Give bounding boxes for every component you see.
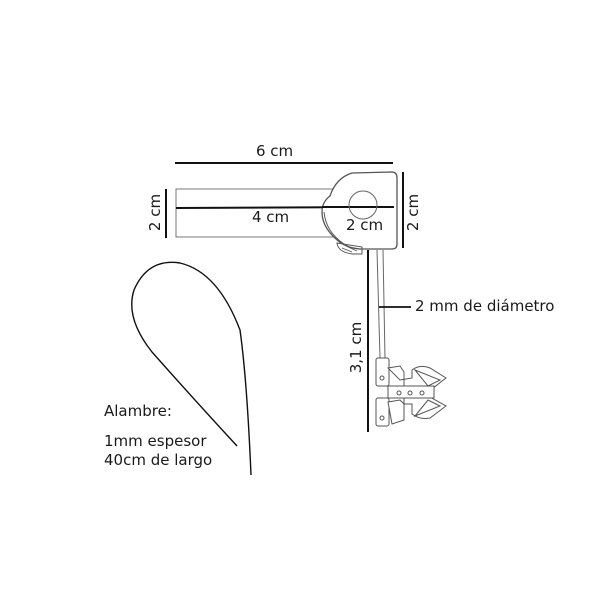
clip-head-outline <box>321 171 398 250</box>
strap-length-label: 4 cm <box>252 208 290 226</box>
overall-width-label: 6 cm <box>256 142 294 160</box>
clip-height-label: 2 cm <box>404 193 423 232</box>
bottom-clip-mechanism <box>375 357 447 427</box>
clip-hinge <box>336 242 363 255</box>
rod-right-edge <box>382 249 386 359</box>
rod-left-edge <box>376 249 381 359</box>
wire-loop <box>131 261 252 476</box>
wire-length: 40cm de largo <box>104 451 213 469</box>
wire-title: Alambre: <box>104 402 172 420</box>
clip-width-label: 2 cm <box>346 216 384 234</box>
strap-height-label: 2 cm <box>146 193 165 232</box>
clip-hole <box>348 190 378 220</box>
rod-diameter-label: 2 mm de diámetro <box>415 297 555 315</box>
wire-thickness: 1mm espesor <box>104 432 207 450</box>
clip-head-inner-edge <box>323 211 345 245</box>
rod-length-label: 3,1 cm <box>347 321 366 374</box>
